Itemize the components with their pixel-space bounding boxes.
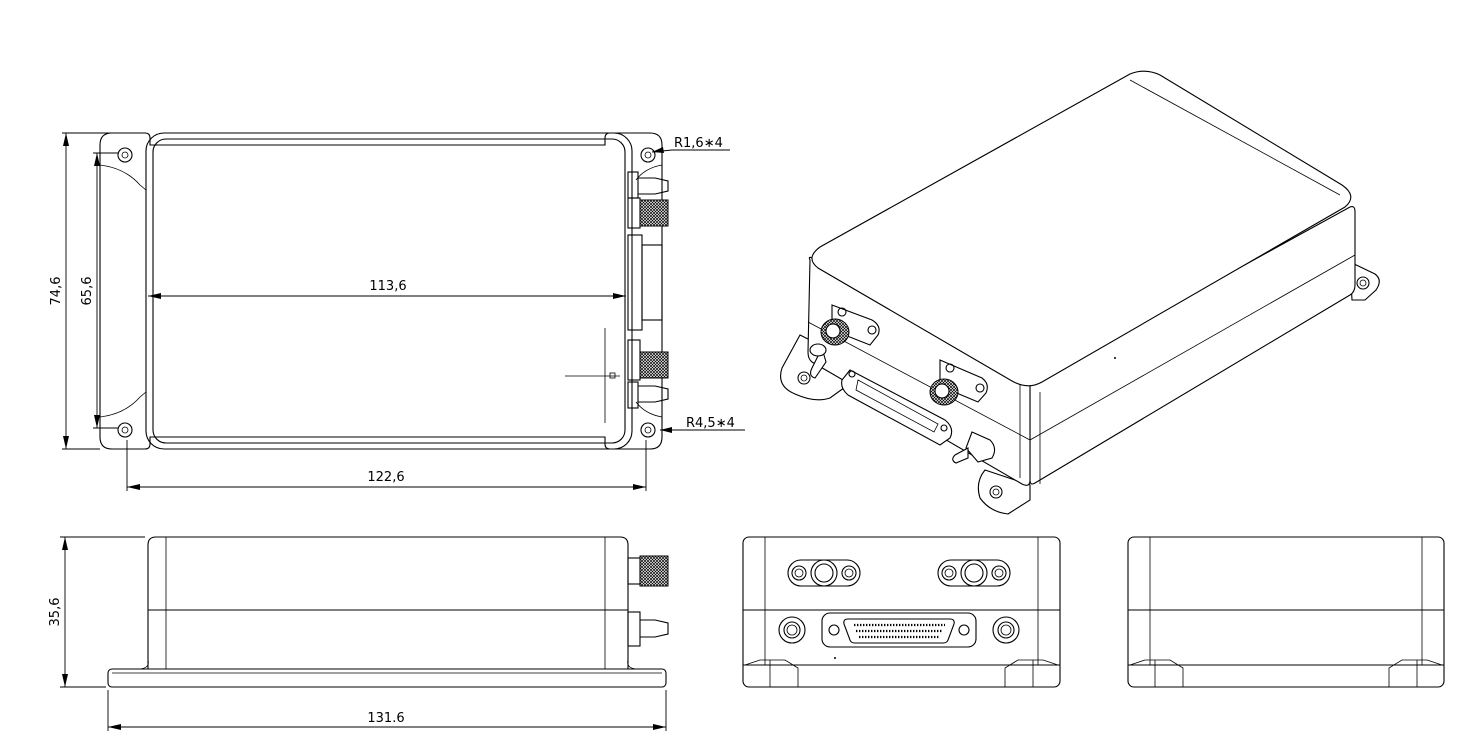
mounting-hole bbox=[117, 147, 133, 163]
mounting-hole bbox=[640, 422, 656, 438]
front-sma-right bbox=[937, 559, 1011, 587]
dimension-65-6: 65,6 bbox=[80, 152, 118, 429]
side-view: 35,6 131.6 bbox=[48, 536, 669, 731]
top-view-flange-outline bbox=[99, 132, 663, 450]
iso-dsub-connector bbox=[841, 369, 953, 446]
dim-label-65-6: 65,6 bbox=[80, 277, 95, 306]
front-sma-left bbox=[787, 559, 861, 587]
isometric-view bbox=[780, 70, 1380, 515]
front-nipple-left bbox=[778, 616, 806, 644]
front-view bbox=[742, 536, 1061, 688]
iso-front-face bbox=[807, 256, 1031, 486]
rear-view bbox=[1127, 536, 1445, 688]
leader-r1-6: R1,6∗4 bbox=[651, 136, 730, 153]
side-view-body bbox=[147, 536, 629, 669]
dim-label-35-6: 35,6 bbox=[48, 598, 63, 627]
iso-top-face bbox=[811, 70, 1352, 387]
dim-label-131-6: 131.6 bbox=[367, 711, 404, 726]
dimension-131-6: 131.6 bbox=[107, 690, 667, 731]
dim-label-74-6: 74,6 bbox=[49, 277, 64, 306]
dim-label-113-6: 113,6 bbox=[369, 279, 406, 294]
leader-r4-5: R4,5∗4 bbox=[660, 416, 745, 433]
note-r1-6: R1,6∗4 bbox=[674, 136, 723, 151]
iso-right-face bbox=[1029, 206, 1356, 485]
iso-nipple-left bbox=[809, 343, 827, 379]
side-view-connectors bbox=[627, 555, 669, 647]
note-r4-5: R4,5∗4 bbox=[686, 416, 735, 431]
dimension-113-6: 113,6 bbox=[148, 279, 626, 299]
front-dsub bbox=[821, 612, 977, 648]
mounting-hole bbox=[117, 422, 133, 438]
iso-connector-lower bbox=[929, 359, 988, 406]
top-view-body-outer bbox=[145, 132, 633, 450]
top-view-body-inner bbox=[152, 138, 626, 444]
dimension-122-6: 122,6 bbox=[126, 440, 647, 491]
iso-nipple-right bbox=[952, 431, 996, 464]
dimension-35-6: 35,6 bbox=[48, 536, 145, 688]
dimension-74-6: 74,6 bbox=[49, 132, 140, 450]
dim-label-122-6: 122,6 bbox=[367, 470, 404, 485]
side-view-base-plate bbox=[107, 668, 667, 688]
center-marker bbox=[565, 328, 620, 423]
connector-stack bbox=[627, 171, 669, 409]
mounting-hole bbox=[640, 147, 656, 163]
top-view: 74,6 65,6 113,6 122,6 bbox=[49, 132, 745, 491]
front-nipple-right bbox=[992, 616, 1020, 644]
iso-connector-upper bbox=[820, 304, 880, 346]
